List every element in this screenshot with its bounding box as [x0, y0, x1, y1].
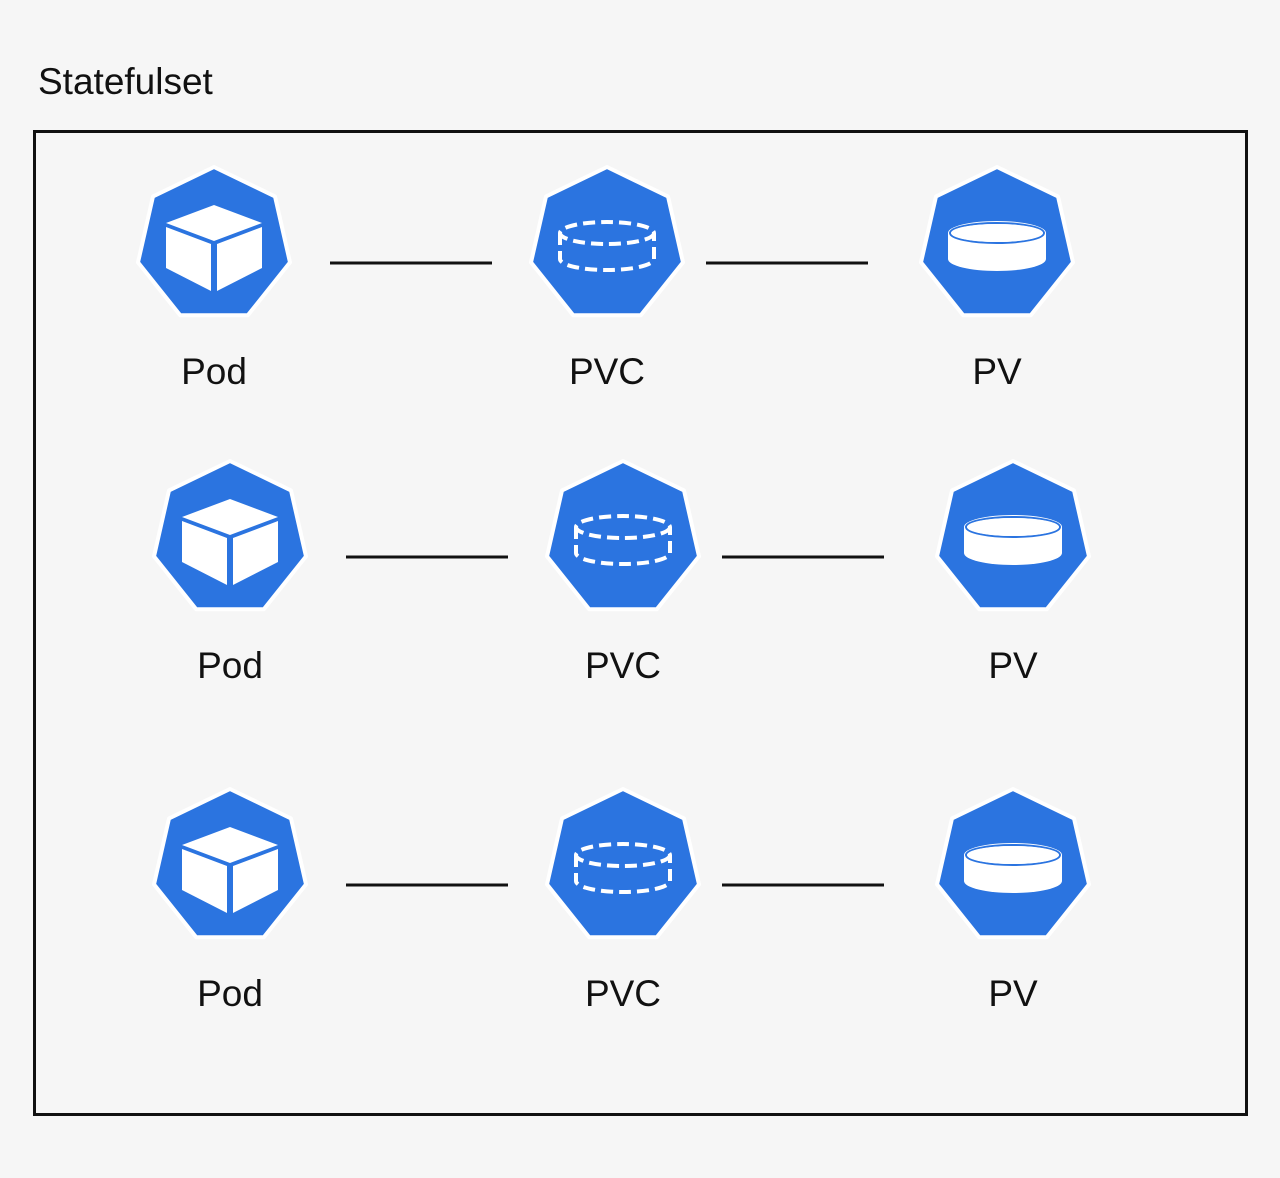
pod-cube-icon: [136, 165, 292, 318]
pod-label: Pod: [197, 645, 263, 686]
pvc-dashed-cylinder-icon: [545, 787, 701, 940]
pod-cube-icon: [152, 459, 308, 612]
pod-label: Pod: [181, 351, 247, 392]
diagram-title: Statefulset: [38, 61, 213, 102]
pv-node: PV: [935, 459, 1091, 686]
pvc-node: PVC: [545, 787, 701, 1014]
pvc-label: PVC: [569, 351, 645, 392]
row-3: Pod PVC PV: [152, 787, 1091, 1014]
pod-label: Pod: [197, 973, 263, 1014]
pod-cube-icon: [152, 787, 308, 940]
pod-node: Pod: [136, 165, 292, 392]
pv-cylinder-icon: [919, 165, 1075, 318]
pvc-dashed-cylinder-icon: [529, 165, 685, 318]
pv-node: PV: [935, 787, 1091, 1014]
row-1: Pod PVC PV: [136, 165, 1075, 392]
pv-label: PV: [988, 645, 1038, 686]
pod-node: Pod: [152, 459, 308, 686]
pv-cylinder-icon: [935, 459, 1091, 612]
pv-node: PV: [919, 165, 1075, 392]
pvc-label: PVC: [585, 645, 661, 686]
pvc-node: PVC: [529, 165, 685, 392]
pv-cylinder-icon: [935, 787, 1091, 940]
pv-label: PV: [972, 351, 1022, 392]
pv-label: PV: [988, 973, 1038, 1014]
pvc-label: PVC: [585, 973, 661, 1014]
statefulset-frame: [33, 130, 1248, 1116]
row-2: Pod PVC PV: [152, 459, 1091, 686]
pod-node: Pod: [152, 787, 308, 1014]
pvc-node: PVC: [545, 459, 701, 686]
pvc-dashed-cylinder-icon: [545, 459, 701, 612]
